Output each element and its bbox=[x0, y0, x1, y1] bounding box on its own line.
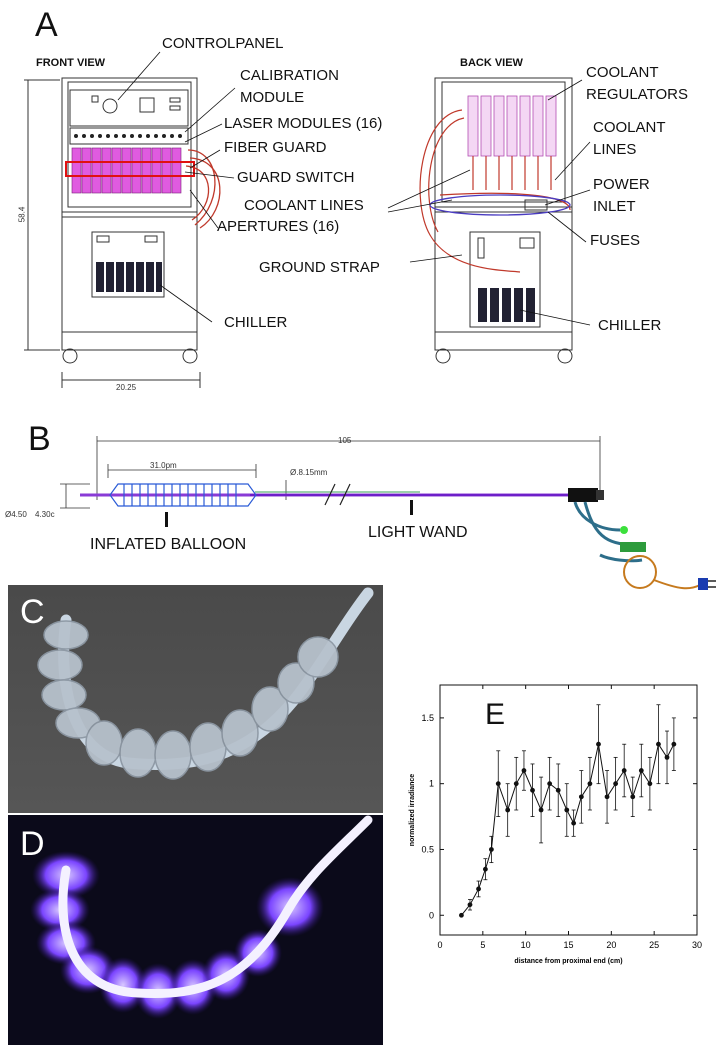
data-point bbox=[513, 781, 519, 787]
data-point bbox=[467, 902, 473, 908]
data-point bbox=[547, 781, 553, 787]
data-point bbox=[621, 768, 627, 773]
panel-b-letter: B bbox=[28, 420, 51, 458]
data-point bbox=[604, 794, 610, 800]
front-view-label: FRONT VIEW bbox=[36, 57, 106, 69]
data-point bbox=[530, 787, 535, 793]
data-point bbox=[578, 794, 584, 800]
panel-d-letter: D bbox=[20, 825, 45, 863]
data-point bbox=[538, 807, 544, 813]
data-point bbox=[483, 866, 488, 872]
panel-a-letter: A bbox=[35, 6, 58, 44]
data-point bbox=[459, 912, 464, 918]
data-point bbox=[613, 781, 619, 787]
data-point bbox=[638, 768, 644, 773]
label-coolant-lines: COOLANT LINES bbox=[244, 197, 364, 214]
panel-b-drawing bbox=[60, 436, 716, 590]
label-chiller-front: CHILLER bbox=[224, 314, 288, 331]
y-axis-label: normalized irradiance bbox=[409, 774, 416, 846]
data-point bbox=[495, 781, 501, 787]
label-power: POWER bbox=[593, 176, 650, 193]
y-tick-label: 0 bbox=[429, 910, 434, 920]
data-point bbox=[489, 847, 494, 852]
x-tick-label: 20 bbox=[606, 940, 616, 950]
label-apertures: APERTURES (16) bbox=[217, 218, 340, 235]
x-tick-label: 25 bbox=[649, 940, 659, 950]
label-regulators: REGULATORS bbox=[586, 86, 688, 103]
panel-c-photo: C bbox=[8, 585, 383, 813]
label-ground-strap: GROUND STRAP bbox=[259, 259, 380, 276]
x-axis-label: distance from proximal end (cm) bbox=[514, 958, 622, 965]
total-length-dim: 105 bbox=[338, 436, 352, 445]
label-coolant-1: COOLANT bbox=[586, 64, 659, 81]
label-module: MODULE bbox=[240, 89, 305, 106]
x-tick-label: 5 bbox=[480, 940, 485, 950]
data-point bbox=[647, 781, 653, 787]
y-tick-label: 0.5 bbox=[421, 844, 434, 854]
x-tick-label: 30 bbox=[692, 940, 702, 950]
label-light-wand: LIGHT WAND bbox=[368, 524, 468, 541]
data-point bbox=[656, 741, 661, 747]
label-calibration: CALIBRATION bbox=[240, 67, 339, 84]
balloon-length-dim: 31.0pm bbox=[150, 461, 177, 470]
label-controlpanel: CONTROLPANEL bbox=[162, 35, 284, 52]
data-point bbox=[587, 781, 593, 787]
wand-diameter-dim: Ø.8.15mm bbox=[290, 468, 328, 477]
x-tick-label: 15 bbox=[563, 940, 573, 950]
label-fiber-guard: FIBER GUARD bbox=[224, 139, 327, 156]
data-point bbox=[664, 754, 670, 760]
panel-a-drawing bbox=[24, 51, 591, 388]
label-chiller-back: CHILLER bbox=[598, 317, 662, 334]
label-fuses: FUSES bbox=[590, 232, 641, 249]
panel-e-letter: E bbox=[485, 698, 506, 731]
balloon-chain-photo-c bbox=[37, 587, 374, 780]
data-point bbox=[521, 768, 527, 773]
x-tick-label: 0 bbox=[437, 940, 442, 950]
glowing-balloon-photo-d bbox=[30, 815, 373, 1019]
label-inlet: INLET bbox=[593, 198, 636, 215]
label-inflated-balloon: INFLATED BALLOON bbox=[90, 536, 247, 553]
data-point bbox=[571, 820, 577, 826]
x-tick-label: 10 bbox=[521, 940, 531, 950]
data-point bbox=[564, 807, 570, 813]
label-lines: LINES bbox=[593, 141, 637, 158]
y-tick-label: 1.5 bbox=[421, 713, 434, 723]
data-point bbox=[630, 794, 636, 800]
balloon-diameter-a: Ø4.50 bbox=[5, 510, 27, 519]
width-dimension: 20.25 bbox=[116, 383, 137, 392]
y-tick-label: 1 bbox=[429, 779, 434, 789]
label-guard-switch: GUARD SWITCH bbox=[237, 169, 355, 186]
balloon-diameter-b: 4.30c bbox=[35, 510, 55, 519]
label-coolant-2: COOLANT bbox=[593, 119, 666, 136]
data-point bbox=[505, 807, 511, 813]
data-point bbox=[476, 886, 481, 892]
data-point bbox=[555, 787, 561, 793]
data-point bbox=[596, 741, 601, 747]
panel-d-photo: D bbox=[8, 815, 383, 1045]
back-view-label: BACK VIEW bbox=[460, 57, 523, 69]
data-point bbox=[671, 741, 677, 747]
panel-c-letter: C bbox=[20, 593, 45, 631]
label-laser-modules: LASER MODULES (16) bbox=[224, 115, 383, 132]
